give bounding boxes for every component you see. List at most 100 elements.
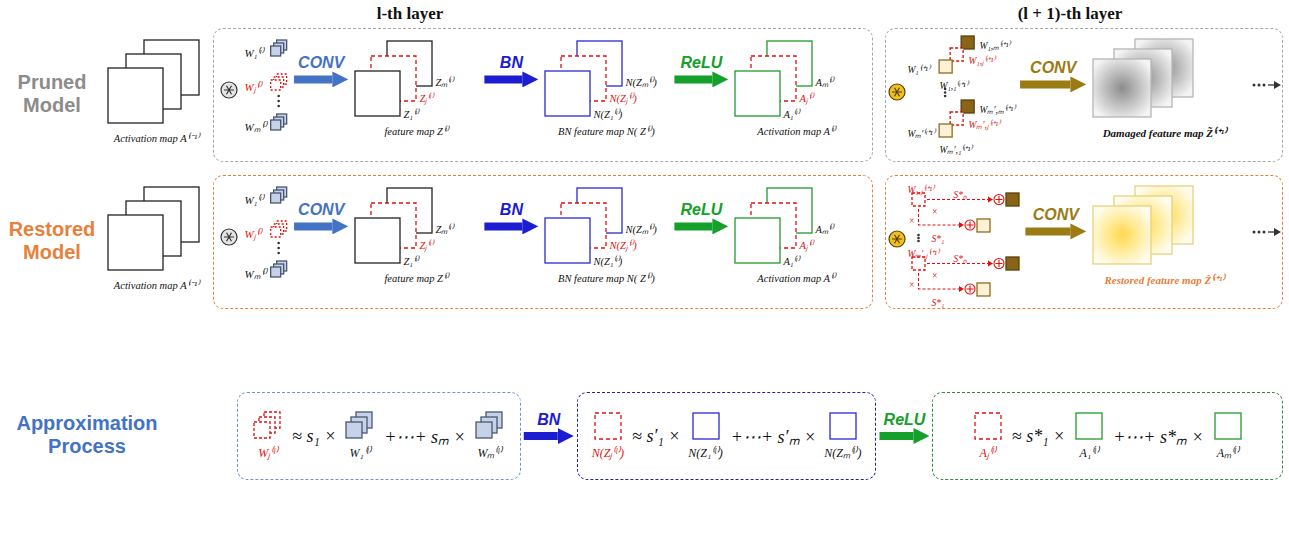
kernel — [1006, 257, 1019, 270]
diagram-text: Zⱼ⁽ˡ⁾ — [419, 93, 432, 104]
approx-icon — [1212, 411, 1244, 441]
operator-star — [892, 88, 902, 97]
diagram-text: W₁⁽ˡ⁺¹⁾ — [907, 65, 929, 75]
label-text: (l + 1)-th layer — [1018, 4, 1123, 23]
conv-operator — [889, 84, 905, 100]
diagram-text: W₁⁽ˡ⁾ — [349, 444, 371, 461]
text-holder: Wₘ⁽ˡ⁾ — [474, 411, 506, 461]
kernel — [962, 36, 975, 49]
text-holder: +⋯+ sₘ × — [384, 424, 465, 448]
operator-circle — [221, 229, 237, 245]
text-holder: Activation map A⁽ˡ⁻¹⁾ — [114, 128, 199, 146]
add-symbol-cross — [967, 222, 974, 229]
add-symbol — [994, 195, 1004, 205]
text-holder: Zₘ⁽ˡ⁾ — [435, 72, 452, 90]
conv-operator — [221, 82, 237, 98]
text-holder: Wₘ⁽ˡ⁾ — [244, 117, 266, 135]
operation-label: ReLU — [681, 201, 723, 219]
text-holder: Wₘ⁽ˡ⁾ — [244, 264, 266, 282]
diagram-text: N(Zₘ⁽ˡ⁾) — [625, 77, 656, 88]
kernel — [977, 219, 990, 232]
feature-map — [1215, 413, 1241, 439]
approx-icon — [827, 411, 859, 441]
operation-label: BN — [537, 411, 560, 429]
text-holder: N(Zⱼ⁽ˡ⁾) — [609, 235, 636, 253]
operation-text: CONV — [1033, 206, 1079, 223]
filter — [346, 422, 362, 438]
kernel — [940, 60, 953, 73]
ellipsis-dot — [278, 105, 281, 108]
operation-label: CONV — [298, 54, 344, 72]
diagram-text: Wₘ⁽ˡ⁾ — [244, 268, 266, 280]
diagram-text: W₁,ₘ⁽ˡ⁺¹⁾ — [980, 41, 1011, 51]
conv-operator — [221, 229, 237, 245]
text-holder: ≈ s′₁ × — [632, 426, 680, 447]
add-symbol-cross — [967, 286, 974, 293]
diagram-text: S*ₙ — [953, 190, 967, 200]
approx-icon — [1073, 411, 1105, 441]
diagram-text: N(Z₁⁽ˡ⁾) — [593, 109, 622, 120]
operation-text: ReLU — [681, 201, 723, 218]
text-holder: Z₁⁽ˡ⁾ — [403, 104, 418, 122]
filter — [271, 267, 281, 277]
feature-map-stack: A₁⁽ˡ⁾Aⱼ⁽ˡ⁾Aₘ⁽ˡ⁾Activation map A⁽ˡ⁾ — [731, 39, 861, 139]
operation-label: CONV — [1033, 206, 1079, 224]
filter — [271, 46, 281, 56]
add-symbol-cross — [996, 196, 1003, 203]
text-holder: Aₘ⁽ˡ⁾ — [815, 72, 833, 90]
layer-heading: (l + 1)-th layer — [1018, 4, 1123, 24]
text-holder: Wₘ′⁽ˡ⁺¹⁾ — [907, 123, 934, 141]
diagram-text: ≈ s₁ × — [292, 426, 336, 447]
operation-text: CONV — [1030, 59, 1076, 76]
node-illustration — [731, 186, 861, 286]
diagram-text: +⋯+ sₘ × — [384, 424, 465, 448]
label-text: Pruned Model — [18, 71, 87, 116]
text-holder: +⋯+ s*ₘ × — [1113, 424, 1203, 448]
approximation-box: Wⱼ⁽ˡ⁾≈ s₁ ×W₁⁽ˡ⁾+⋯+ sₘ ×Wₘ⁽ˡ⁾ — [237, 392, 521, 480]
output-map — [1093, 206, 1151, 264]
diagram-text: Wₘ′⁽ˡ⁺¹⁾ — [907, 129, 934, 139]
feature-map — [735, 71, 780, 116]
add-symbol — [965, 220, 975, 230]
arrow-head — [1274, 81, 1281, 89]
diagram-text: Damaged feature map Z̃⁽ˡ⁺¹⁾ — [1103, 127, 1226, 139]
diagram-text: Wₘ′,₁⁽ˡ⁺¹⁾ — [940, 145, 973, 155]
arrow-head — [959, 222, 964, 228]
text-holder: Wₘ′,ₘ⁽ˡ⁺¹⁾ — [980, 99, 1016, 117]
text-holder: S*ₙ — [953, 184, 967, 202]
output-feature-map: Damaged feature map Z̃⁽ˡ⁺¹⁾ — [1089, 39, 1239, 139]
approx-icon — [690, 411, 722, 441]
diagram-text: BN feature map N( Z⁽ˡ⁾) — [558, 126, 655, 137]
diagram-text: BN feature map N( Z⁽ˡ⁾) — [558, 273, 655, 284]
row-label: Pruned Model — [2, 71, 102, 117]
feature-map — [693, 413, 719, 439]
node-illustration — [731, 39, 861, 139]
pruned-kernel — [951, 112, 964, 125]
restored-filters: W₁,ⱼ⁽ˡ⁺¹⁾×S*ₙ×S*₁Wₘ′,ⱼ⁽ˡ⁺¹⁾×S*ₙ×S*₁ — [907, 179, 1022, 303]
filter-stack: W₁⁽ˡ⁾Wⱼ⁽ˡ⁾Wₘ⁽ˡ⁾ — [244, 39, 291, 135]
operator-circle — [889, 84, 905, 100]
approx-icon — [592, 411, 624, 441]
operation-text: BN — [500, 54, 523, 71]
arrow-shaft — [1268, 231, 1275, 232]
diagram-text: N(Zⱼ⁽ˡ⁾) — [609, 240, 636, 251]
diagram-text: N(Zⱼ⁽ˡ⁾) — [592, 444, 624, 461]
operator-circle — [889, 231, 905, 247]
approx-icon — [474, 411, 506, 441]
diagram-text: × — [931, 207, 937, 217]
operation-text: CONV — [298, 201, 344, 218]
arrow-head — [959, 286, 964, 292]
text-holder: W₁,₁⁽ˡ⁺¹⁾ — [940, 75, 968, 93]
diagram-text: ≈ s*₁ × — [1012, 426, 1065, 447]
feature-map — [830, 413, 856, 439]
filter — [271, 193, 281, 203]
pruned-kernel — [912, 193, 925, 206]
flow-arrow — [484, 75, 522, 83]
scaling-line — [919, 273, 963, 289]
text-holder: Aₘ⁽ˡ⁾ — [1212, 411, 1244, 461]
diagram-text: Wₘ′,ₘ⁽ˡ⁺¹⁾ — [980, 105, 1016, 115]
row-label: Restored Model — [2, 218, 102, 264]
ellipsis-dot — [1253, 231, 1256, 234]
add-symbol — [965, 284, 975, 294]
feature-map-stack: N(Z₁⁽ˡ⁾)N(Zⱼ⁽ˡ⁾)N(Zₘ⁽ˡ⁾)BN feature map N… — [541, 39, 671, 139]
